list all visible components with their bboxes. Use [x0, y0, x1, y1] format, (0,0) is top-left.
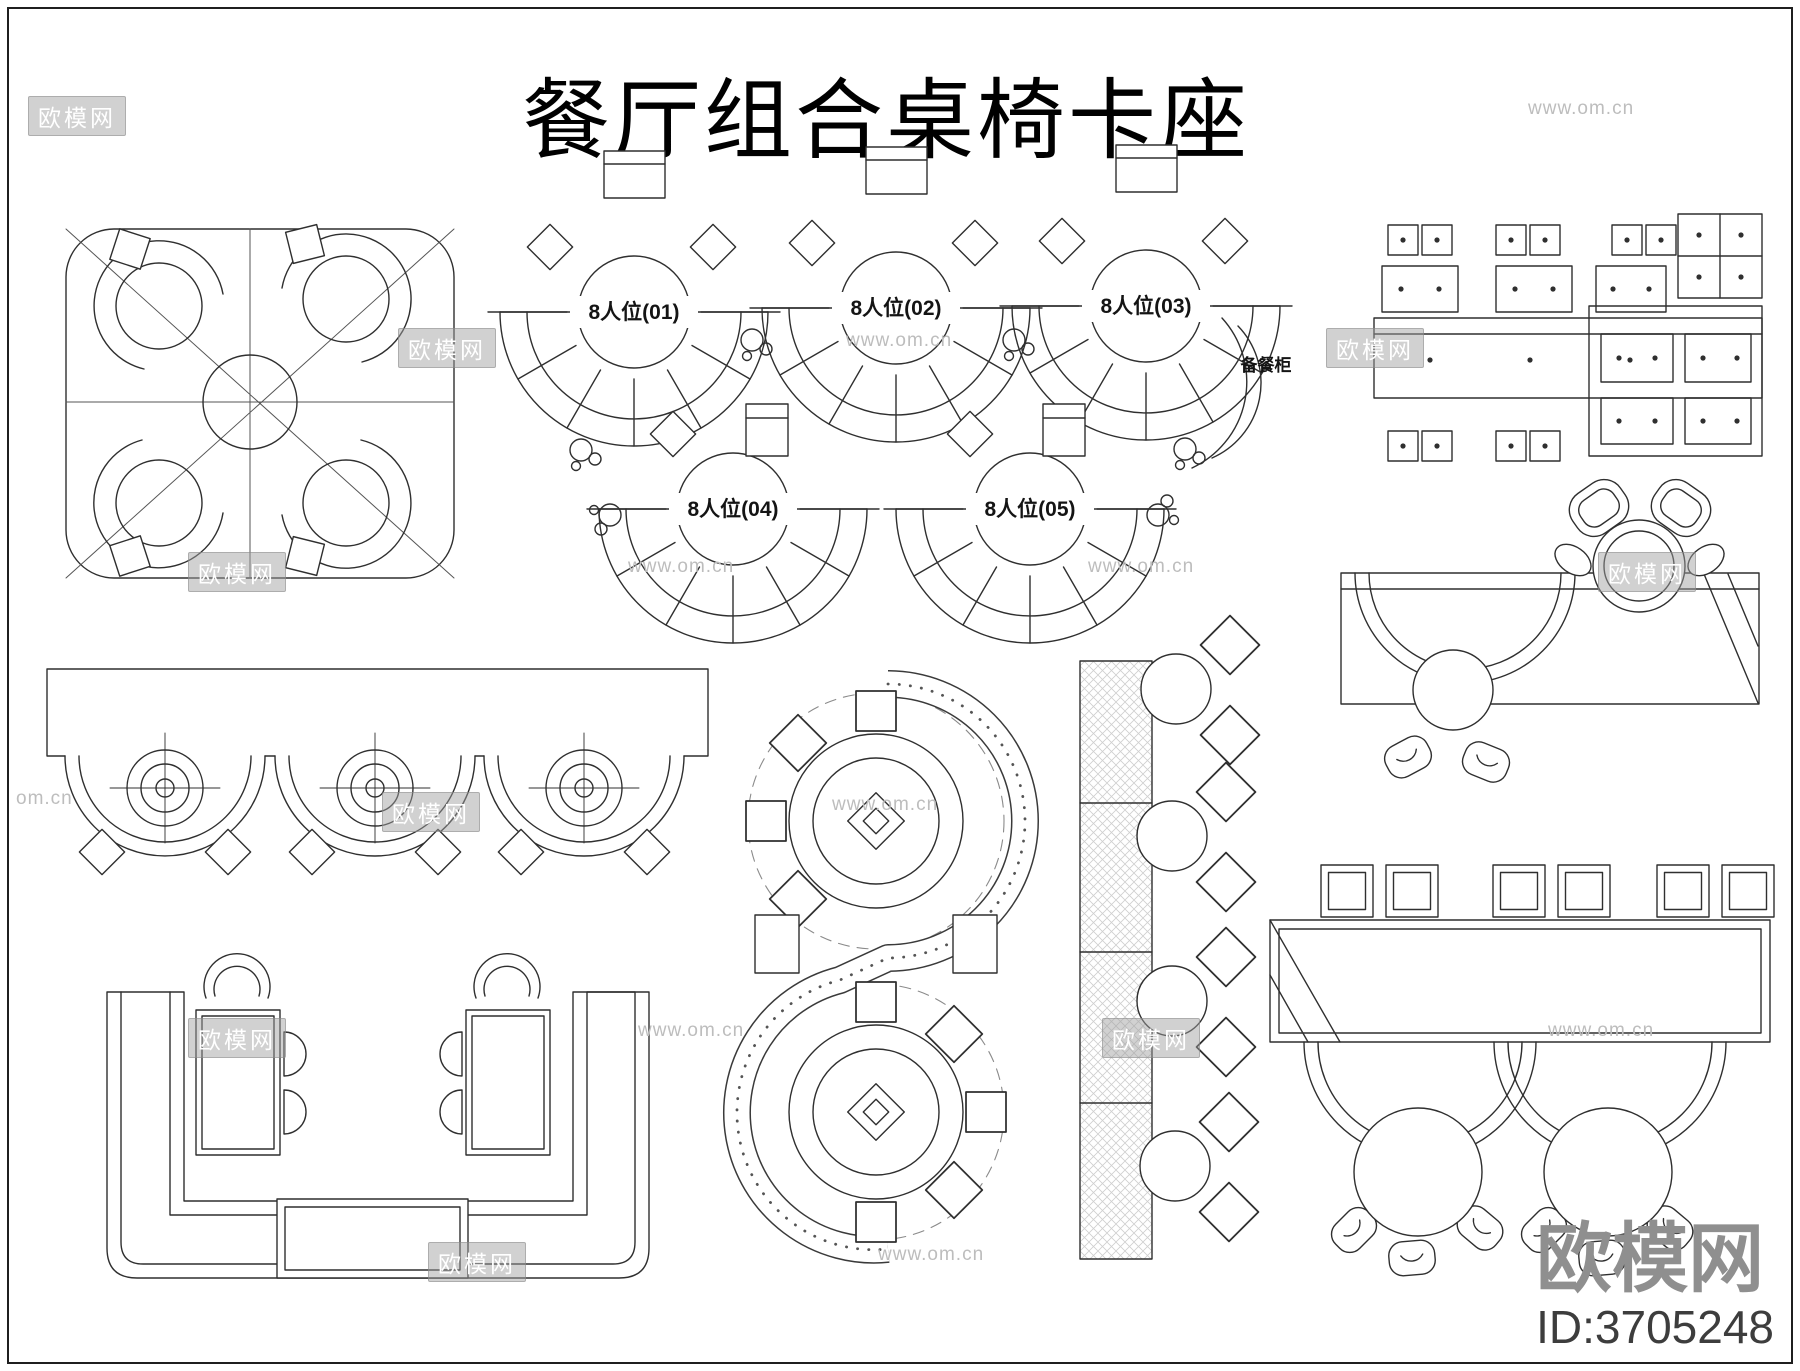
arc-booth-row: [46, 668, 709, 876]
fan-label-01: 8人位(01): [588, 300, 679, 324]
fan-label-03: 8人位(03): [1100, 294, 1191, 318]
fan-label-05: 8人位(05): [984, 497, 1075, 521]
fan-label-04: 8人位(04): [687, 497, 778, 521]
fan-label-02: 8人位(02): [850, 296, 941, 320]
u-sofa-group: [106, 953, 650, 1279]
booth-cluster: [65, 223, 455, 579]
fan-booth-group: 8人位(01) 8人位(02) 8人位(03) 8人位(04) 8人位(05) …: [487, 144, 1293, 644]
footer-brand: 欧模网: [1536, 1217, 1765, 1303]
s-curve-booths: [722, 670, 1039, 1264]
site-footer: 欧模网 ID:3705248: [1536, 1220, 1774, 1355]
bench-round-tables: [1269, 864, 1775, 1278]
curved-bench-group: [1340, 471, 1760, 788]
serpentine-counter: [1079, 614, 1261, 1260]
cabinet-label: 备餐柜: [1240, 355, 1292, 375]
footer-id: ID:3705248: [1536, 1300, 1774, 1353]
counter-stools-group: [1373, 213, 1763, 462]
